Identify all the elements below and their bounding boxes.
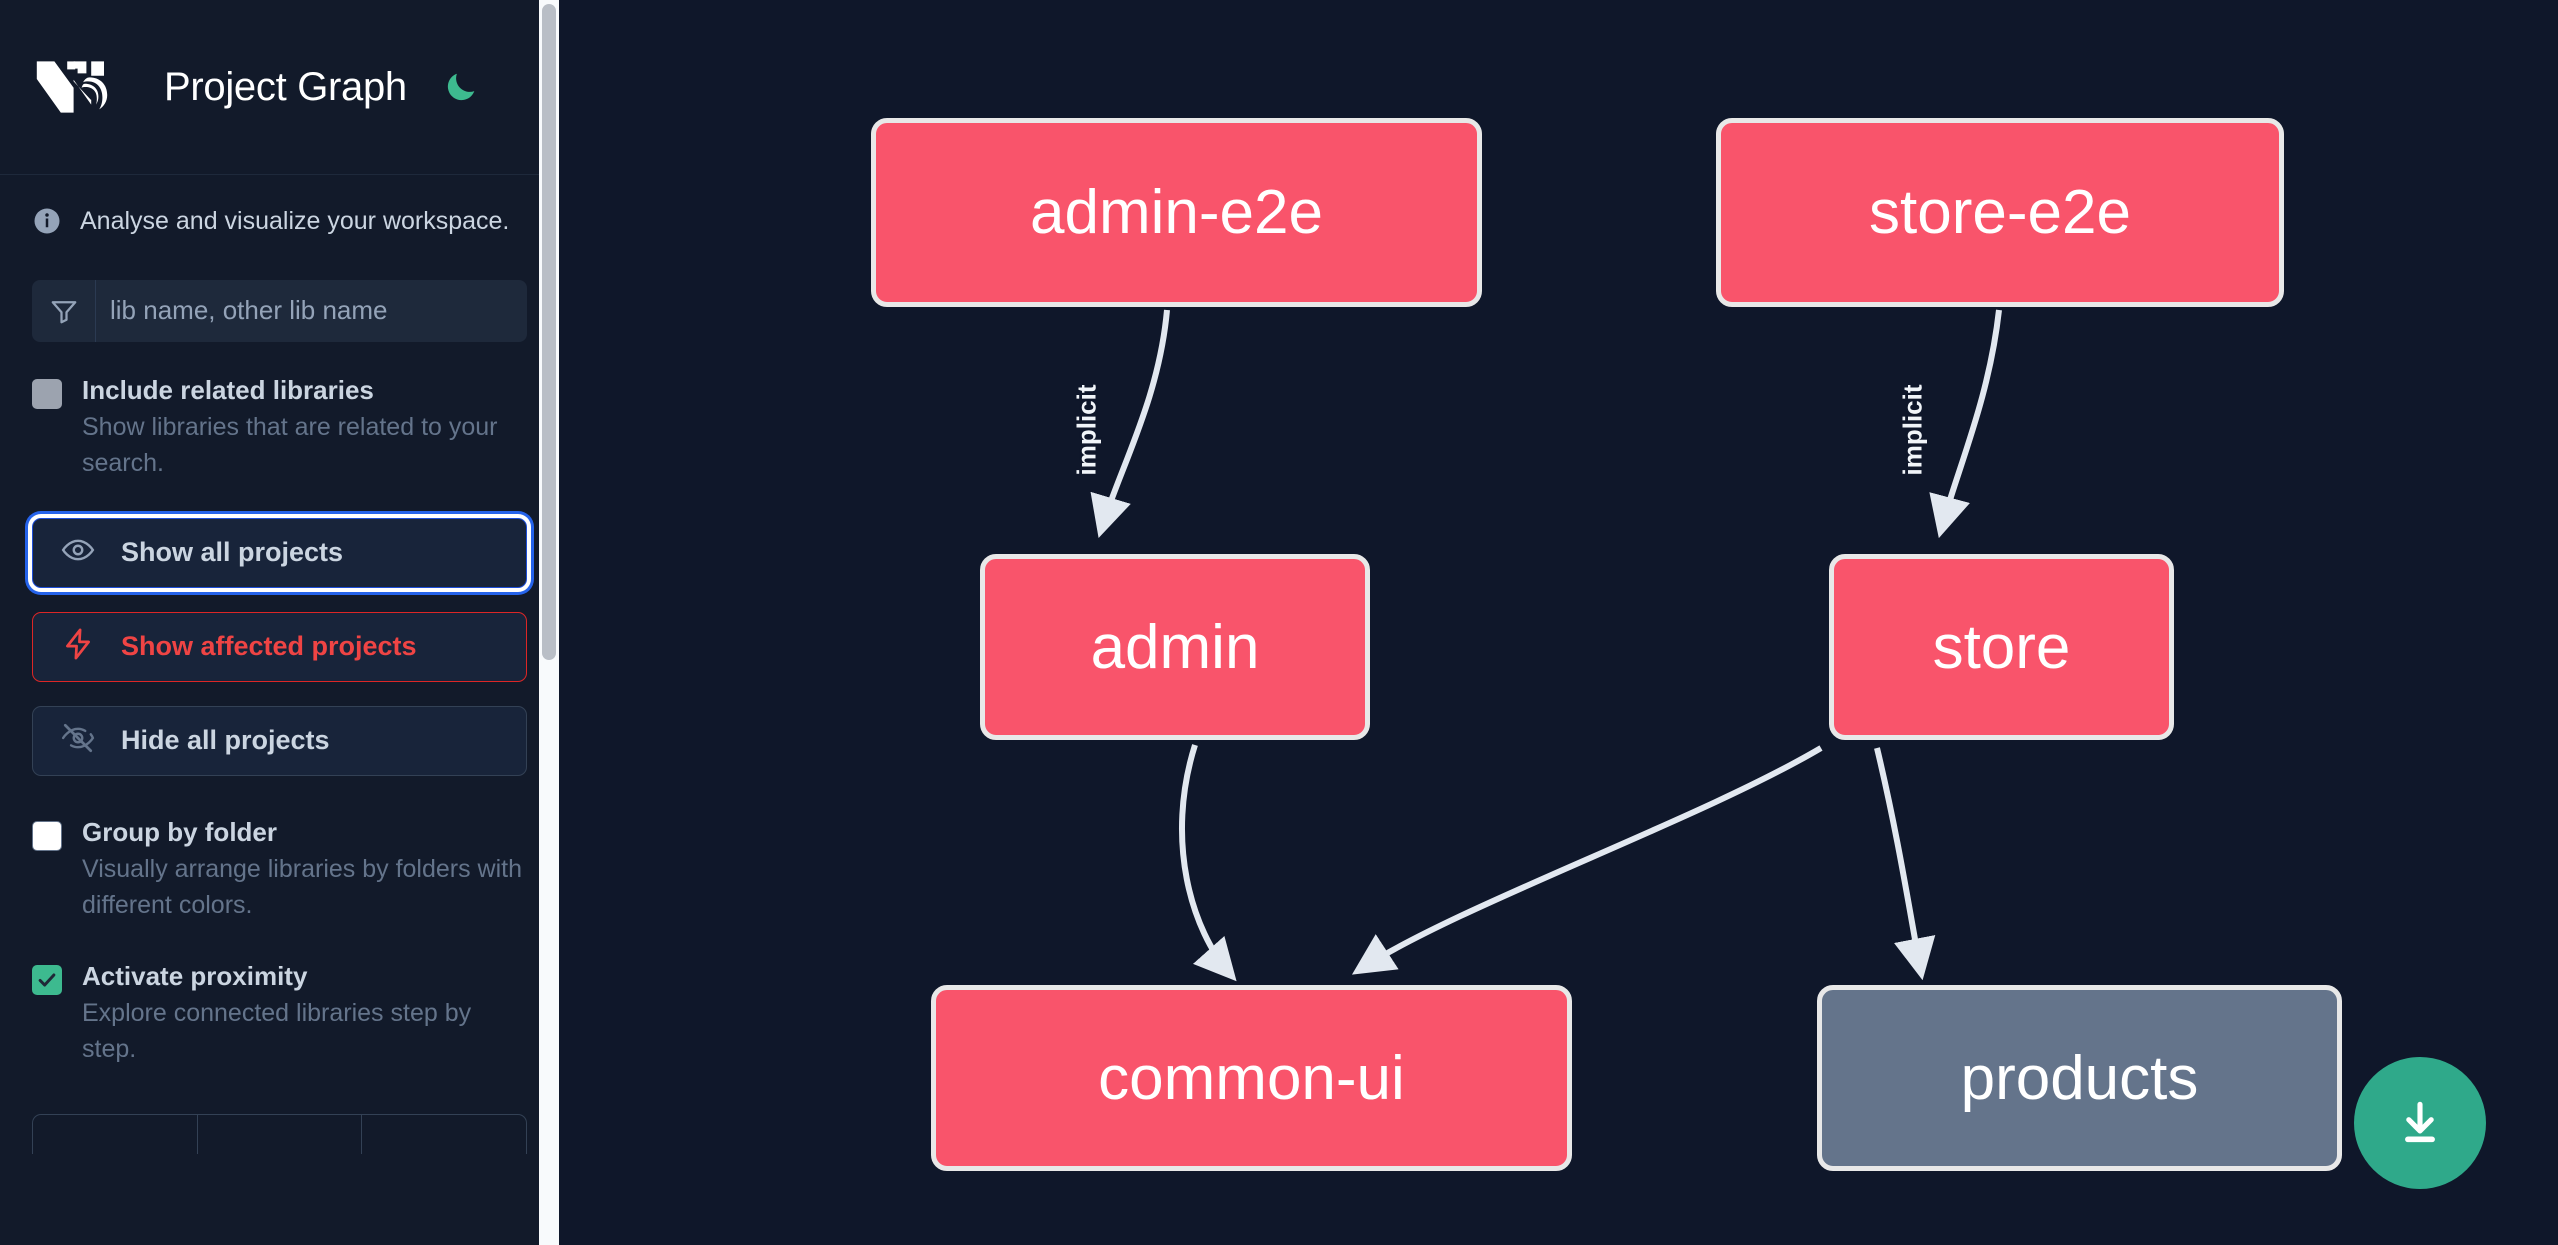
- button-label: Show affected projects: [121, 631, 417, 661]
- hide-all-projects-button[interactable]: Hide all projects: [32, 705, 527, 776]
- visibility-button-group: Show all projects Show affected projects: [0, 482, 559, 776]
- option-description: Show libraries that are related to your …: [82, 413, 498, 478]
- edge-store-e2e-to-store: [1929, 309, 2002, 539]
- graph-node-store-e2e[interactable]: store-e2e: [1716, 118, 2284, 307]
- proximity-segmented-control[interactable]: [32, 1113, 527, 1154]
- node-label: store-e2e: [1869, 178, 2131, 247]
- graph-node-admin-e2e[interactable]: admin-e2e: [871, 118, 1482, 307]
- info-text: Analyse and visualize your workspace.: [80, 207, 510, 235]
- download-icon: [2405, 1101, 2435, 1143]
- button-label: Show all projects: [121, 537, 344, 567]
- option-label: Group by folder: [82, 816, 277, 847]
- segment-three[interactable]: [362, 1115, 526, 1154]
- sidebar-scrollbar-thumb[interactable]: [542, 4, 556, 660]
- node-label: products: [1960, 1043, 2199, 1113]
- group-by-folder-checkbox[interactable]: [32, 820, 62, 851]
- include-related-libraries-checkbox[interactable]: [32, 378, 62, 409]
- moon-icon[interactable]: [439, 65, 483, 109]
- graph-node-products[interactable]: products: [1817, 985, 2342, 1171]
- search-input[interactable]: [96, 279, 527, 342]
- lightning-icon: [61, 627, 95, 666]
- show-affected-projects-button[interactable]: Show affected projects: [32, 611, 527, 682]
- option-activate-proximity[interactable]: Activate proximity Explore connected lib…: [0, 924, 559, 1068]
- segment-two[interactable]: [198, 1114, 363, 1154]
- option-group-by-folder[interactable]: Group by folder Visually arrange librari…: [0, 776, 559, 924]
- show-all-projects-button[interactable]: Show all projects: [32, 517, 527, 588]
- sidebar: Project Graph Analyse and visualize yo: [0, 0, 559, 1245]
- graph-canvas[interactable]: admin-e2e store-e2e admin store common-u…: [559, 0, 2558, 1245]
- edge-store-to-products: [1874, 747, 1936, 981]
- eye-off-icon: [61, 721, 95, 760]
- node-label: store: [1932, 612, 2071, 682]
- edge-store-to-common-ui: [1351, 745, 1823, 975]
- option-label: Activate proximity: [82, 960, 308, 991]
- edge-admin-e2e-to-admin: [1090, 309, 1170, 539]
- activate-proximity-checkbox[interactable]: [32, 964, 62, 995]
- segment-one[interactable]: [33, 1114, 198, 1154]
- eye-icon: [61, 533, 95, 572]
- graph-node-admin[interactable]: admin: [980, 554, 1370, 740]
- node-label: common-ui: [1098, 1043, 1405, 1113]
- info-circle-icon: [32, 206, 62, 236]
- download-image-button[interactable]: [2354, 1057, 2486, 1189]
- graph-edges-layer: [1090, 309, 2002, 982]
- option-include-related-libraries[interactable]: Include related libraries Show libraries…: [0, 342, 559, 482]
- option-description: Visually arrange libraries by folders wi…: [82, 855, 523, 920]
- edge-label-implicit-store: implicit: [1897, 384, 1928, 476]
- workspace-info: Analyse and visualize your workspace.: [0, 175, 559, 238]
- graph-node-common-ui[interactable]: common-ui: [931, 985, 1572, 1171]
- nx-logo-icon: [32, 55, 128, 119]
- sidebar-header: Project Graph: [0, 0, 559, 175]
- edge-label-implicit-admin: implicit: [1071, 384, 1102, 476]
- filter-funnel-icon: [32, 279, 96, 342]
- graph-node-store[interactable]: store: [1829, 554, 2174, 740]
- button-label: Hide all projects: [121, 725, 330, 755]
- option-description: Explore connected libraries step by step…: [82, 999, 472, 1064]
- sidebar-scrollbar[interactable]: [539, 0, 559, 1245]
- node-label: admin: [1090, 612, 1260, 682]
- search-bar[interactable]: [32, 279, 527, 342]
- option-label: Include related libraries: [82, 374, 374, 405]
- node-label: admin-e2e: [1030, 178, 1323, 247]
- edge-admin-to-common-ui: [1179, 744, 1237, 982]
- page-title: Project Graph: [164, 64, 407, 109]
